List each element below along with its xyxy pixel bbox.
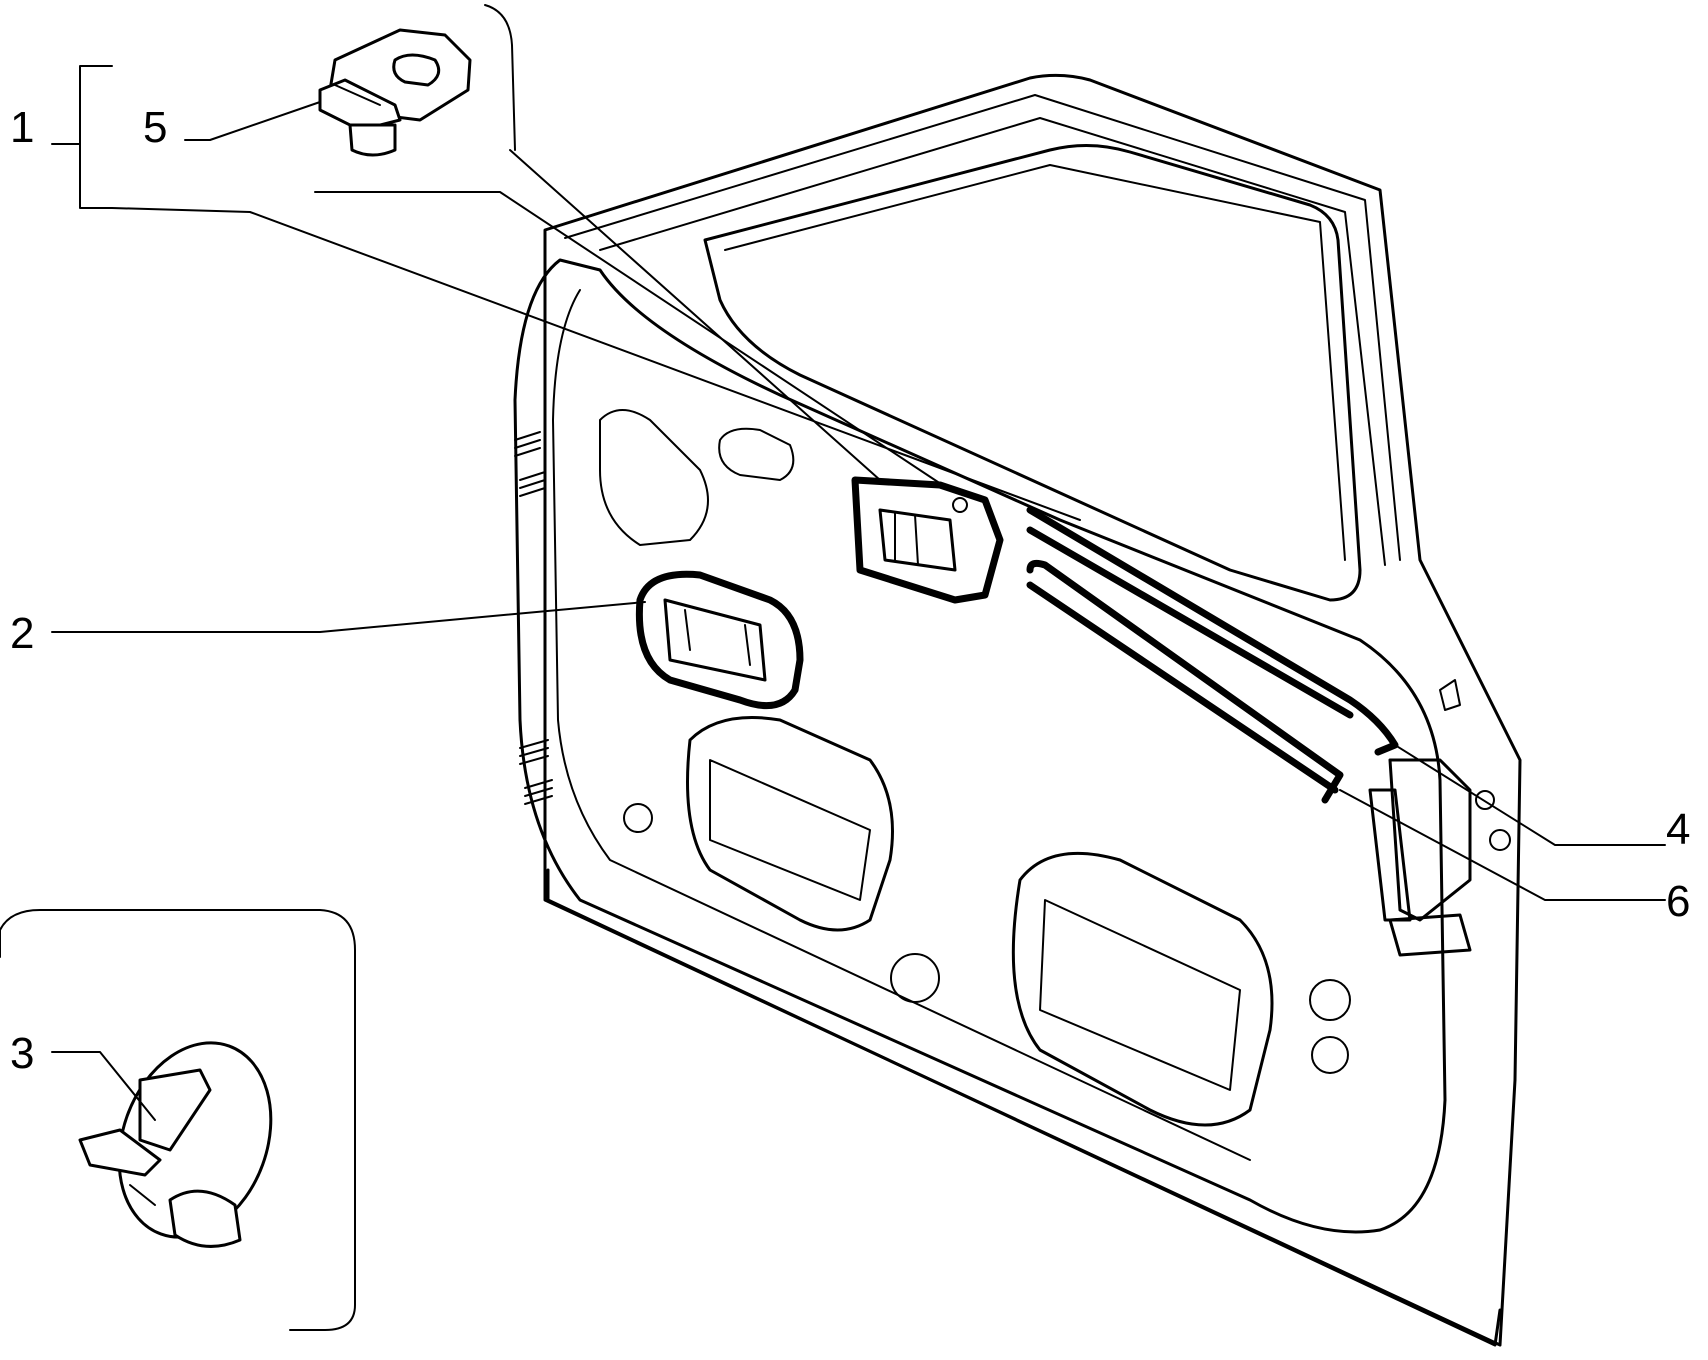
door-handle-mechanism [851,476,1004,604]
callout-3: 3 [10,1029,34,1078]
hinge-bolts [514,431,553,805]
callout-4: 4 [1666,805,1690,854]
part-3-grommet [78,1041,273,1248]
door-panel [513,73,1522,1347]
callout-2: 2 [10,609,34,658]
control-rods [1026,506,1399,804]
inner-handle-bezel [635,570,804,710]
callout-5: 5 [143,103,167,152]
group-brackets [0,4,516,1331]
part-5-clip [318,28,472,157]
callout-6: 6 [1666,877,1690,926]
leader-lines [51,101,1666,1121]
callout-1: 1 [10,103,34,152]
